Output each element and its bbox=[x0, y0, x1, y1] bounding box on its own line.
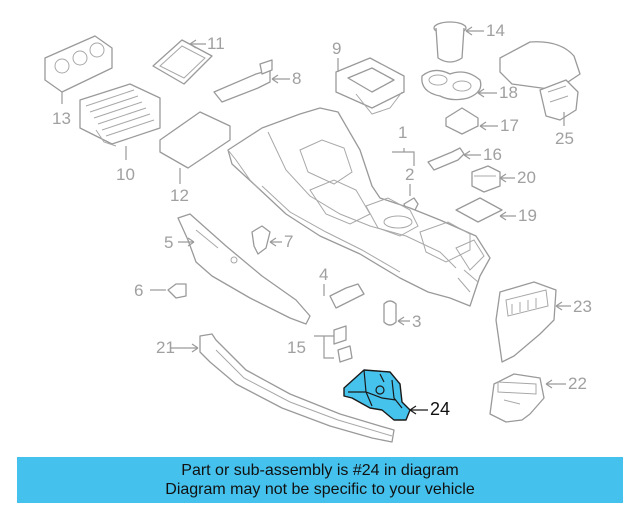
part-12-panel-insert[interactable] bbox=[159, 111, 231, 184]
part-8-bracket[interactable] bbox=[213, 59, 273, 103]
part-21-trim-strip[interactable] bbox=[199, 333, 395, 443]
callout-24: 24 bbox=[430, 399, 450, 419]
callout-20: 20 bbox=[517, 168, 536, 187]
part-25-armrest[interactable] bbox=[499, 41, 581, 126]
part-20-clip[interactable] bbox=[471, 165, 501, 193]
callout-4: 4 bbox=[319, 265, 328, 284]
part-console-body[interactable] bbox=[227, 107, 491, 307]
callout-5: 5 bbox=[164, 233, 173, 252]
part-22-storage-box[interactable] bbox=[489, 373, 545, 423]
banner-line-2: Diagram may not be specific to your vehi… bbox=[165, 481, 475, 498]
callout-19: 19 bbox=[518, 206, 537, 225]
part-16-bracket[interactable] bbox=[427, 147, 465, 171]
part-6-screw[interactable] bbox=[150, 283, 187, 299]
part-9-trim-bezel[interactable] bbox=[335, 57, 405, 115]
part-18-cup-mat[interactable] bbox=[421, 69, 482, 101]
callout-21: 21 bbox=[156, 338, 175, 357]
callout-11: 11 bbox=[207, 34, 225, 53]
callout-25: 25 bbox=[555, 129, 574, 148]
part-11-tray[interactable] bbox=[152, 39, 213, 85]
part-3-plug[interactable] bbox=[383, 300, 397, 326]
callout-22: 22 bbox=[568, 374, 587, 393]
info-banner: Part or sub-assembly is #24 in diagram D… bbox=[17, 457, 623, 503]
callout-15: 15 bbox=[287, 338, 306, 357]
callout-17: 17 bbox=[500, 116, 519, 135]
part-15-clips[interactable] bbox=[314, 325, 353, 363]
callout-16: 16 bbox=[483, 145, 502, 164]
callout-8: 8 bbox=[292, 69, 301, 88]
callout-1: 1 bbox=[398, 123, 407, 142]
callout-6: 6 bbox=[134, 281, 143, 300]
callout-12: 12 bbox=[170, 186, 189, 205]
callout-7: 7 bbox=[284, 232, 293, 251]
callout-3: 3 bbox=[412, 312, 421, 331]
part-5-side-panel[interactable] bbox=[177, 213, 311, 325]
callout-14: 14 bbox=[486, 21, 505, 40]
part-14-cup-insert[interactable] bbox=[433, 21, 467, 63]
callout-leaders bbox=[170, 26, 571, 415]
part-24-highlighted[interactable] bbox=[343, 369, 411, 421]
callout-18: 18 bbox=[499, 83, 518, 102]
part-17-cover[interactable] bbox=[445, 107, 479, 135]
callout-9: 9 bbox=[332, 39, 341, 58]
callout-23: 23 bbox=[573, 297, 592, 316]
callout-10: 10 bbox=[116, 165, 135, 184]
part-13-switch-panel[interactable] bbox=[44, 35, 113, 104]
parts-diagram: 1 2 3 4 5 6 7 8 9 10 11 12 13 14 15 16 1… bbox=[44, 21, 592, 443]
banner-line-1: Part or sub-assembly is #24 in diagram bbox=[181, 462, 459, 479]
callout-13: 13 bbox=[52, 109, 71, 128]
part-10-vent-grille[interactable] bbox=[79, 83, 161, 160]
part-7-bracket[interactable] bbox=[251, 225, 271, 255]
part-4-bracket[interactable] bbox=[323, 283, 365, 309]
callout-2: 2 bbox=[405, 165, 414, 184]
part-19-pad[interactable] bbox=[455, 197, 503, 223]
part-23-rear-vent[interactable] bbox=[495, 281, 557, 363]
